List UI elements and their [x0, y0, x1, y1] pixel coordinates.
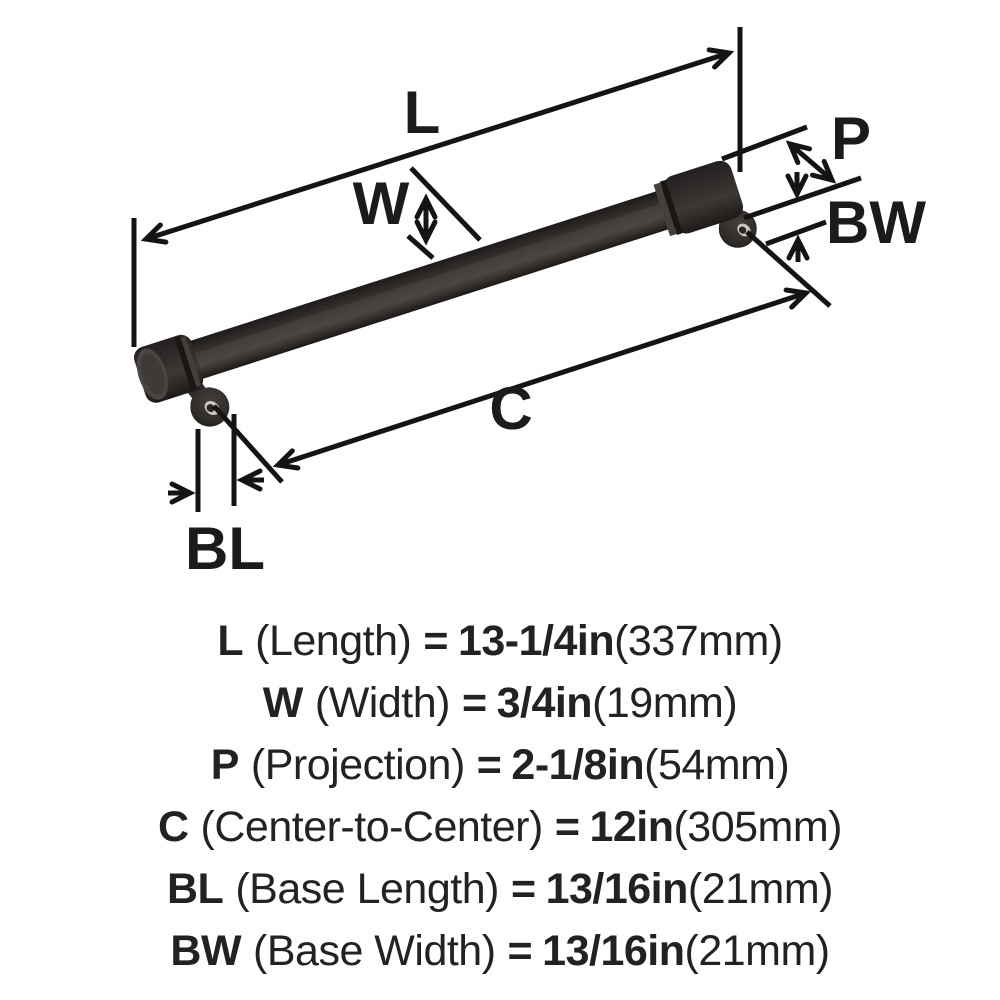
spec-metric: (305mm)	[673, 803, 843, 851]
dim-length	[131, 27, 743, 347]
spec-metric: (19mm)	[592, 679, 738, 727]
p-tick-top	[721, 124, 808, 162]
bw-tick	[765, 219, 827, 247]
spec-abbr: BW	[170, 927, 242, 975]
c-ext-line-right	[745, 230, 832, 308]
spec-value: 13/16in	[542, 927, 685, 975]
equals-sign: =	[510, 865, 536, 913]
spec-row-base-width: BW(Base Width)=13/16in(21mm)	[0, 920, 1000, 982]
spec-abbr: P	[210, 741, 240, 789]
dim-label-W: W	[353, 170, 410, 237]
equals-sign: =	[476, 741, 502, 789]
spec-value: 13/16in	[545, 865, 689, 913]
dim-base-length	[168, 414, 264, 512]
spec-row-width: W(Width)=3/4in(19mm)	[0, 672, 1000, 734]
spec-value: 2-1/8in	[511, 741, 645, 789]
spec-row-length: L(Length)=13-1/4in(337mm)	[0, 610, 1000, 672]
c-ext-line-left	[212, 404, 284, 484]
spec-value: 12in	[589, 803, 674, 851]
spec-metric: (54mm)	[644, 741, 790, 789]
spec-name: (Center-to-Center)	[200, 803, 544, 851]
dim-projection	[721, 124, 862, 221]
bar-highlight	[177, 198, 681, 369]
spec-name: (Length)	[255, 617, 412, 665]
equals-sign: =	[554, 803, 580, 851]
pull-handle	[133, 160, 757, 427]
left-cap-ridge	[180, 336, 202, 388]
equals-sign: =	[507, 927, 533, 975]
dim-width	[406, 166, 482, 260]
spec-metric: (337mm)	[614, 617, 783, 665]
dim-label-P: P	[831, 105, 871, 172]
spec-abbr: C	[157, 803, 189, 851]
equals-sign: =	[423, 617, 448, 665]
spec-name: (Width)	[314, 679, 451, 727]
spec-value: 3/4in	[496, 679, 593, 727]
l-dim-arrow	[140, 47, 735, 245]
dim-label-C: C	[489, 375, 532, 442]
equals-sign: =	[461, 679, 487, 727]
handle-diagram-canvas: L W P BW C BL	[131, 27, 926, 582]
p-dim-arrow	[785, 140, 837, 184]
spec-metric: (21mm)	[687, 865, 834, 913]
left-cap-groove	[174, 336, 197, 390]
left-cap-face-inner	[140, 353, 165, 395]
spec-abbr: L	[217, 617, 244, 665]
dimension-lines	[131, 27, 862, 512]
spec-name: (Base Width)	[253, 927, 496, 975]
spec-row-center-to-center: C(Center-to-Center)=12in(305mm)	[0, 796, 1000, 858]
dim-label-BL: BL	[185, 515, 265, 582]
dim-label-L: L	[404, 79, 441, 146]
spec-metric: (21mm)	[684, 927, 831, 975]
spec-abbr: W	[262, 679, 304, 727]
spec-name: (Base Length)	[235, 865, 499, 913]
dim-base-width	[765, 219, 827, 262]
c-dim-arrow	[272, 287, 812, 471]
dim-center-to-center	[212, 230, 832, 484]
spec-row-projection: P(Projection)=2-1/8in(54mm)	[0, 734, 1000, 796]
w-tick-top	[409, 166, 482, 242]
spec-abbr: BL	[166, 865, 224, 913]
dimension-spec-list: L(Length)=13-1/4in(337mm) W(Width)=3/4in…	[0, 610, 1000, 982]
w-tick-bottom	[406, 234, 435, 260]
spec-value: 13-1/4in	[457, 617, 615, 665]
spec-row-base-length: BL(Base Length)=13/16in(21mm)	[0, 858, 1000, 920]
dim-label-BW: BW	[826, 189, 926, 256]
spec-name: (Projection)	[250, 741, 465, 789]
